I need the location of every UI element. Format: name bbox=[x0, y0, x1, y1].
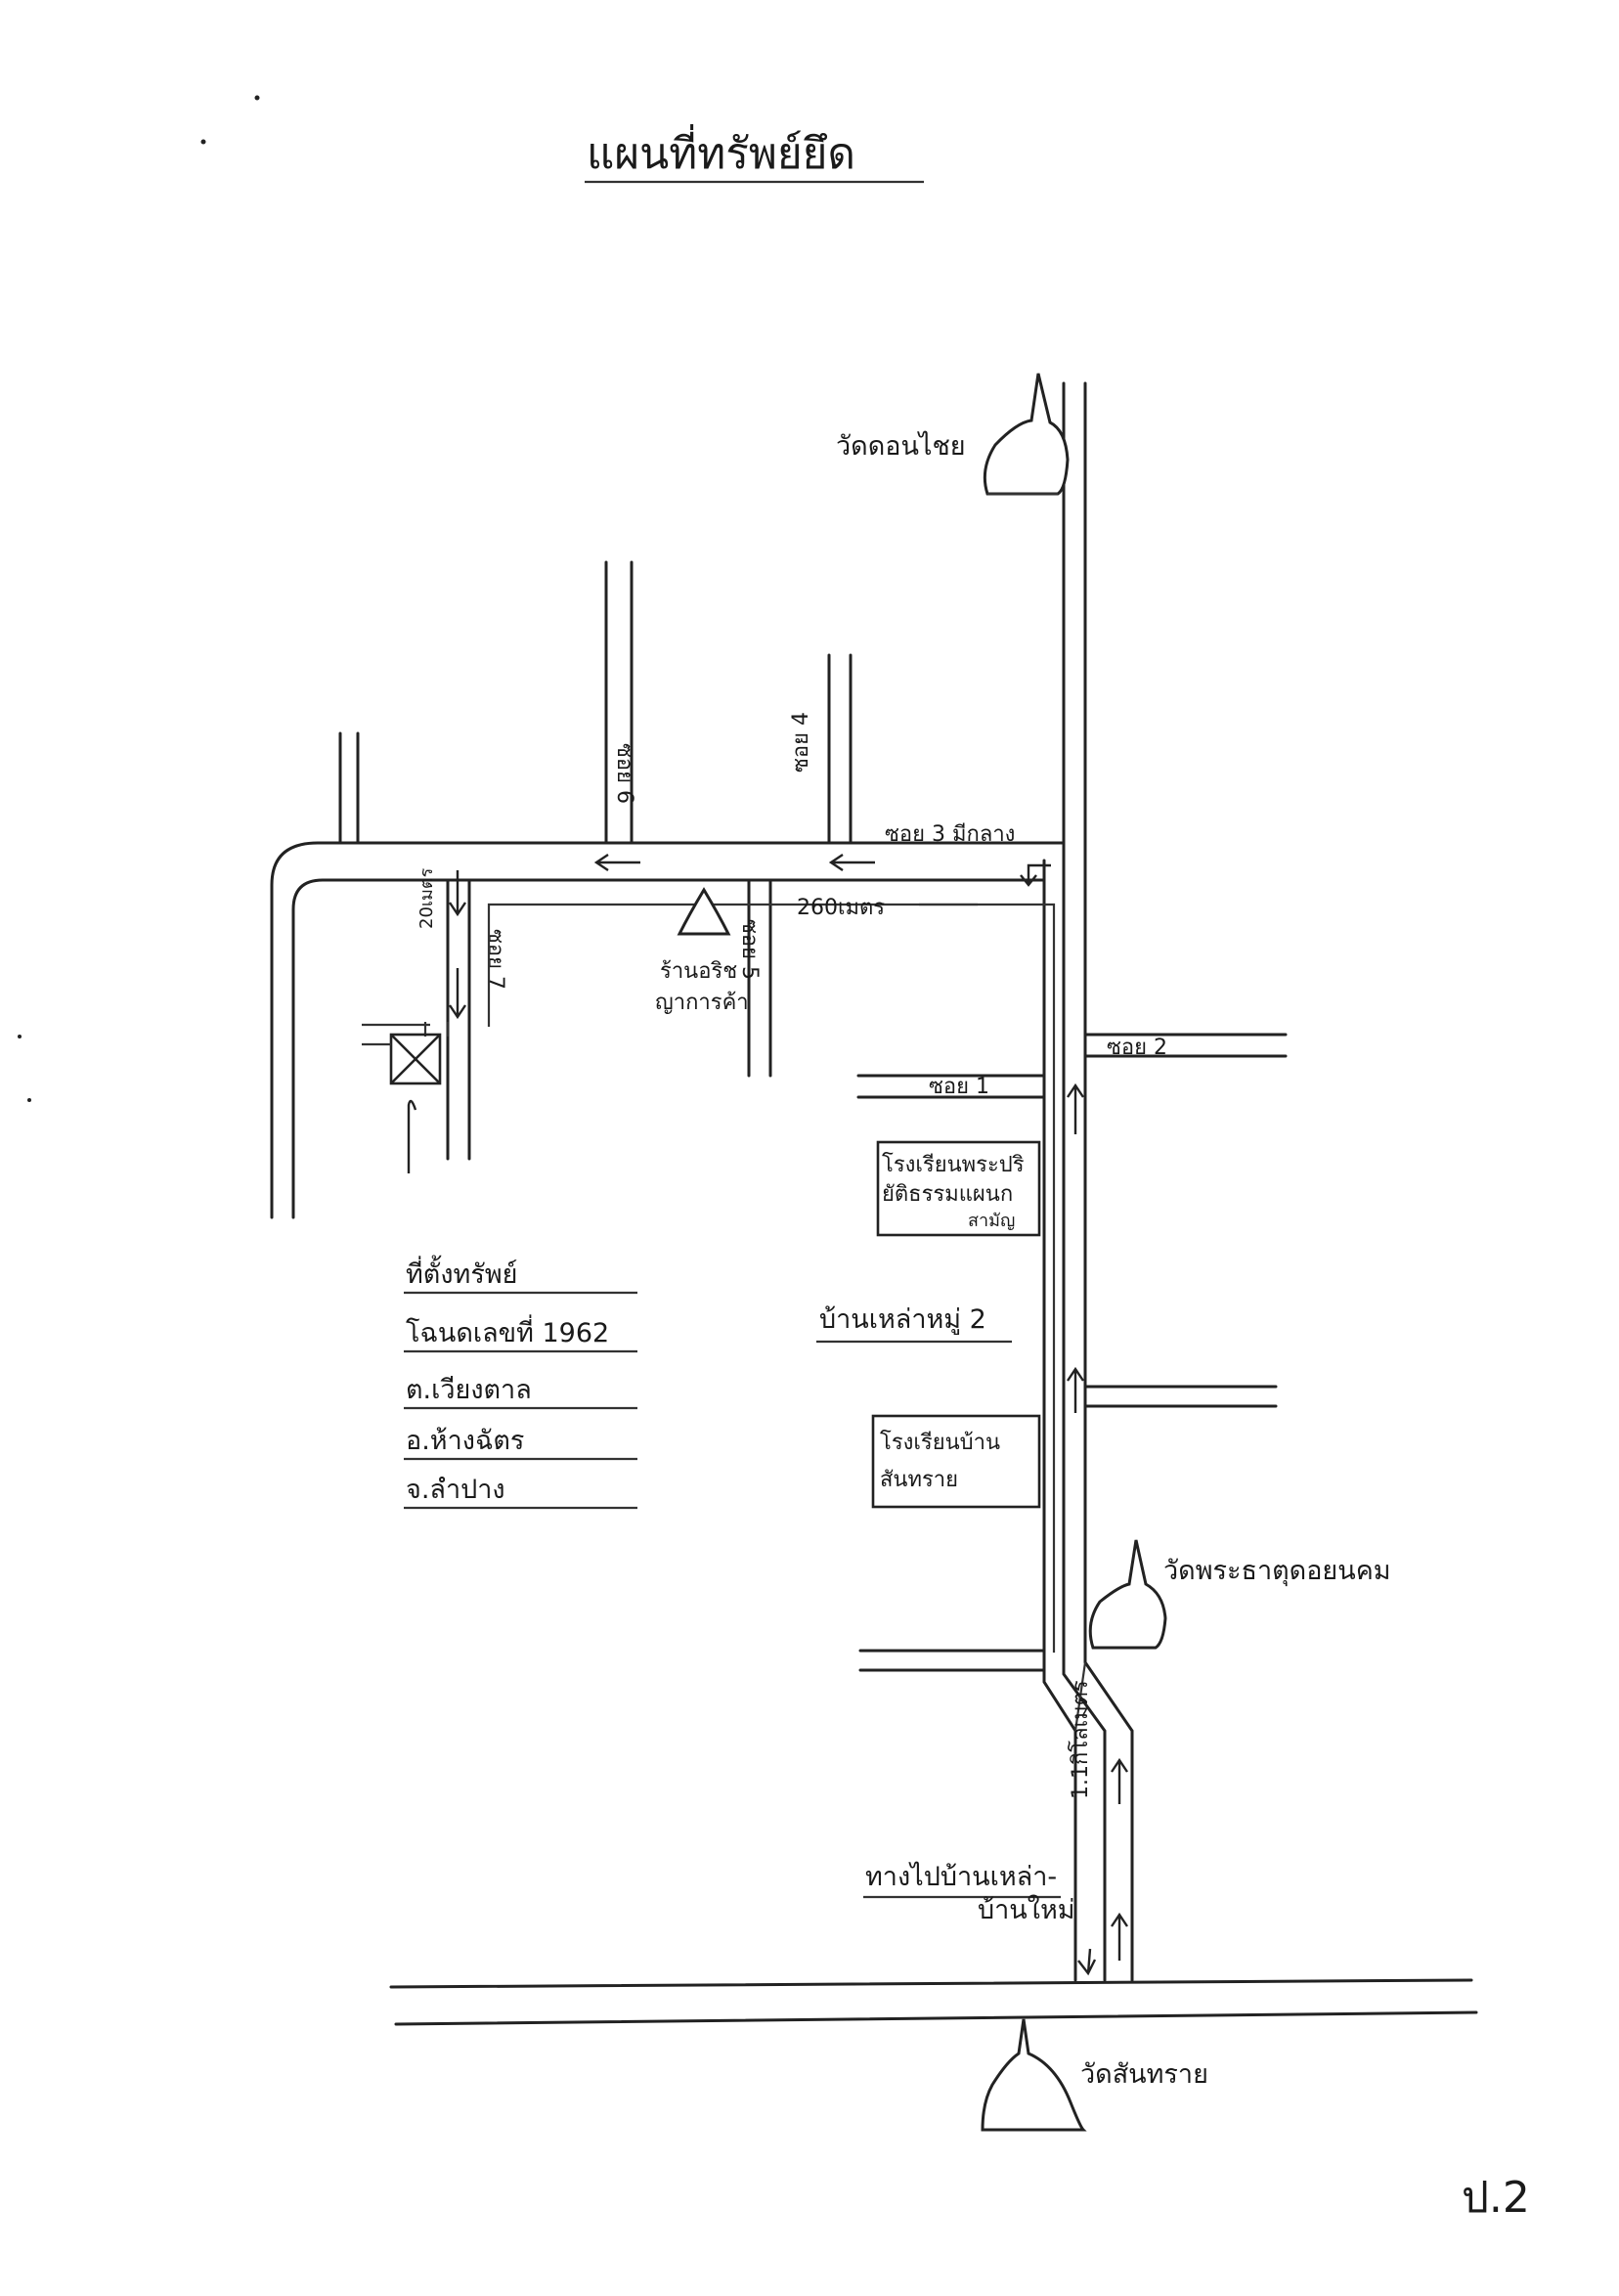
shrine-label-line1: ร้านอริช bbox=[660, 959, 737, 984]
school-1-label-line1: โรงเรียนพระปริ bbox=[882, 1152, 1025, 1177]
school-2-label-line1: โรงเรียนบ้าน bbox=[880, 1430, 1000, 1455]
property-info-block bbox=[404, 1291, 637, 1510]
left-stub-road bbox=[338, 731, 360, 845]
soi-1-label: ซอย 1 bbox=[929, 1075, 989, 1099]
scan-specks bbox=[18, 95, 260, 1102]
school-1-label-line2: ยัติธรรมแผนก bbox=[882, 1182, 1013, 1207]
shrine-label-line2: ญาการค้า bbox=[655, 991, 749, 1015]
soi-1-road bbox=[856, 1074, 1046, 1099]
temple-middle-icon bbox=[1088, 1539, 1167, 1650]
property-province: จ.ลำปาง bbox=[406, 1475, 505, 1505]
temple-bottom-icon bbox=[981, 2018, 1087, 2132]
temple-middle-label: วัดพระธาตุดอยนคม bbox=[1163, 1556, 1391, 1587]
map-title: แผนที่ทรัพย์ยึด bbox=[587, 123, 855, 179]
school-1-box bbox=[876, 1140, 1041, 1237]
property-amphoe: อ.ห้างฉัตร bbox=[406, 1426, 524, 1456]
route-to-label: ทางไปบ้านเหล่า- bbox=[865, 1862, 1057, 1892]
soi-7-label: ซอย 7 bbox=[483, 929, 507, 990]
page-number: ป.2 bbox=[1462, 2173, 1530, 2223]
soi-2-label: ซอย 2 bbox=[1107, 1036, 1167, 1060]
soi-2-road bbox=[1083, 1033, 1288, 1058]
distance-20m-label: 20เมตร bbox=[416, 867, 437, 929]
soi-3-label: ซอย 3 มีกลาง bbox=[885, 822, 1015, 847]
school-2-box bbox=[871, 1414, 1041, 1509]
property-heading: ที่ตั้งทรัพย์ bbox=[406, 1255, 517, 1290]
soi-5-road bbox=[747, 878, 772, 1078]
school-2-label-line2: สันทราย bbox=[880, 1468, 958, 1492]
school-1-label-line3: สามัญ bbox=[968, 1211, 1015, 1231]
soi-4-label: ซอย 4 bbox=[789, 712, 813, 773]
soi-4-road bbox=[827, 653, 853, 845]
distance-260m-label: 260เมตร bbox=[797, 896, 885, 920]
right-side-road bbox=[1083, 1385, 1278, 1408]
property-tambon: ต.เวียงตาล bbox=[406, 1375, 532, 1405]
temple-bottom-label: วัดสันทราย bbox=[1080, 2059, 1208, 2090]
distance-1-1km-label: 1.1กิโลเมตร bbox=[1068, 1680, 1093, 1799]
bottom-road bbox=[389, 1978, 1478, 2026]
soi-6-road bbox=[604, 560, 634, 845]
shrine-icon bbox=[677, 887, 731, 936]
temple-top-icon bbox=[983, 373, 1070, 496]
temple-top-label: วัดดอนไชย bbox=[836, 431, 966, 462]
village-label: บ้านเหล่าหมู่ 2 bbox=[819, 1304, 986, 1335]
soi-7-road bbox=[446, 878, 471, 1161]
lower-left-road bbox=[858, 1649, 1046, 1672]
property-marker bbox=[362, 1023, 442, 1085]
direction-arrows bbox=[407, 854, 1128, 1976]
route-to-label-2: บ้านใหม่ bbox=[978, 1894, 1075, 1925]
soi-5-label: ซอย 5 bbox=[737, 919, 762, 980]
property-deed: โฉนดเลขที่ 1962 bbox=[406, 1314, 609, 1348]
soi-3-road bbox=[270, 841, 1066, 1219]
soi-6-label: ซอย 6 bbox=[612, 743, 636, 804]
